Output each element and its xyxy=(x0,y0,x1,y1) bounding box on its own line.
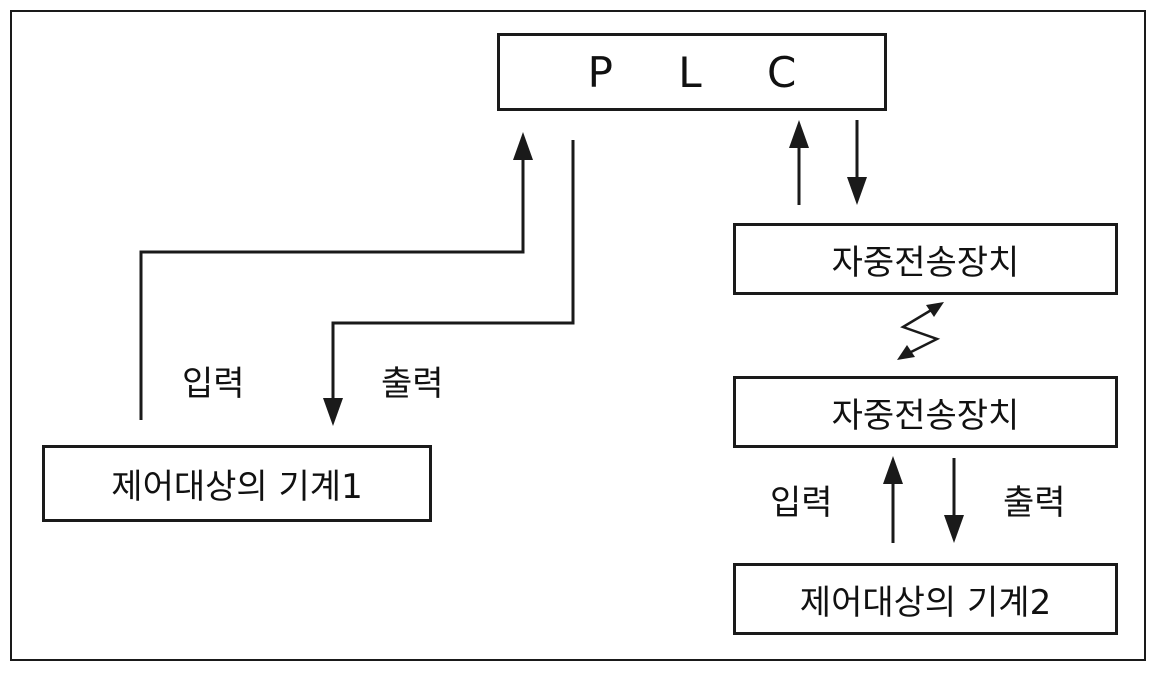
machine1-label: 제어대상의 기계1 xyxy=(111,467,363,507)
transmitter-bottom-box: 자중전송장치 xyxy=(733,376,1118,448)
machine2-label: 제어대상의 기계2 xyxy=(799,582,1052,623)
diagram-frame xyxy=(10,10,1146,661)
output-label-left: 출력 xyxy=(381,364,444,404)
plc-box: P L C xyxy=(497,33,887,111)
plc-label: P L C xyxy=(587,47,823,97)
machine1-box: 제어대상의 기계1 xyxy=(42,445,432,522)
machine2-box: 제어대상의 기계2 xyxy=(733,563,1118,635)
input-label-right: 입력 xyxy=(770,483,833,523)
transmitter-top-label: 자중전송장치 xyxy=(831,242,1020,283)
transmitter-top-box: 자중전송장치 xyxy=(733,223,1118,295)
input-label-left: 입력 xyxy=(182,364,245,404)
output-label-right: 출력 xyxy=(1003,483,1066,523)
transmitter-bottom-label: 자중전송장치 xyxy=(831,395,1020,436)
